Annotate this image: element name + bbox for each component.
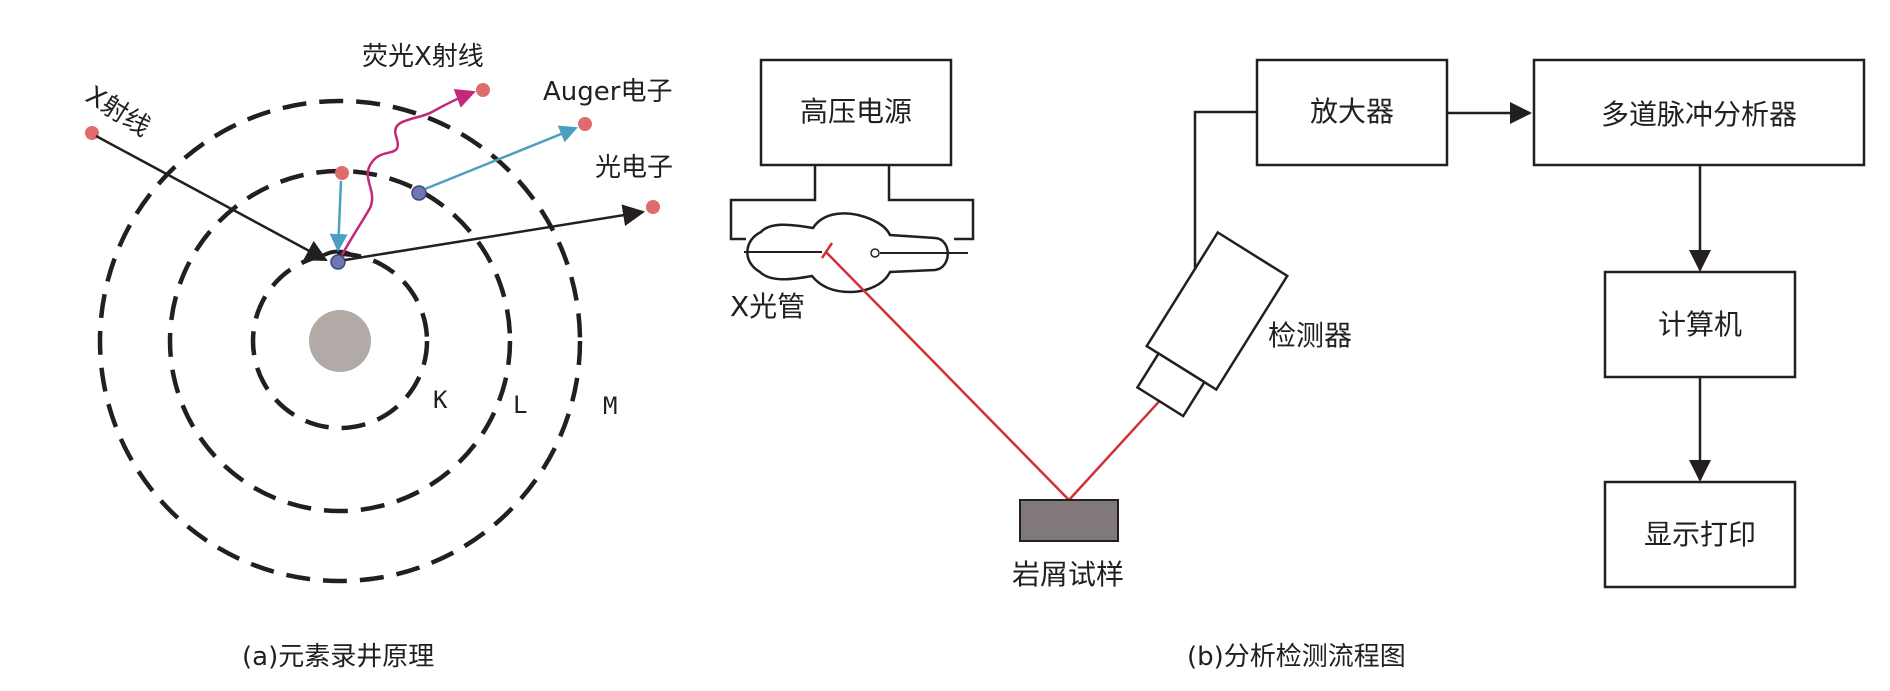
shell-l-label: L: [513, 391, 527, 419]
xray-tube-label: X光管: [730, 290, 805, 323]
shell-k: [250, 251, 430, 431]
fluorescent-xray-dot: [476, 83, 490, 97]
detector-label: 检测器: [1268, 319, 1352, 352]
nucleus: [309, 310, 371, 372]
auger-arrow: [424, 125, 578, 191]
sample-label: 岩屑试样: [1012, 558, 1124, 591]
shell-k-label: K: [433, 386, 448, 414]
shell-m-label: M: [603, 392, 617, 420]
amplifier-label: 放大器: [1310, 95, 1394, 128]
photoelectron-arrow: [344, 204, 645, 262]
high-voltage-label: 高压电源: [800, 95, 912, 128]
amplifier-box: [1255, 58, 1449, 167]
flowchart: 高压电源 X光管 岩屑试样 检测器 放大器: [729, 58, 1866, 591]
k-electron: [330, 254, 346, 270]
detector-to-amplifier-wire: [1193, 110, 1257, 270]
shell-m: [97, 98, 583, 584]
xray-beam: [825, 251, 1187, 502]
computer-box: [1603, 270, 1797, 379]
atom-diagram: X射线 荧光X射线 Auger电子 光电子 K L M: [80, 42, 673, 584]
display-print-box: [1603, 480, 1797, 589]
fluorescent-xray-label: 荧光X射线: [362, 42, 484, 72]
panel-b-caption: (b)分析检测流程图: [1187, 642, 1406, 672]
power-to-tube-wire-left: [729, 165, 817, 241]
detector: [1135, 230, 1289, 418]
auger-origin-electron: [411, 185, 427, 201]
xray-source-dot: [85, 126, 99, 140]
l-electron: [335, 166, 349, 180]
auger-dot: [578, 117, 592, 131]
photoelectron-dot: [646, 200, 660, 214]
computer-label: 计算机: [1658, 308, 1742, 341]
fluorescent-xray-wave: [340, 88, 476, 256]
rock-sample: [1019, 499, 1119, 542]
power-to-tube-wire-right: [887, 165, 975, 241]
high-voltage-box: [759, 58, 953, 167]
mca-label: 多道脉冲分析器: [1601, 98, 1797, 131]
auger-label: Auger电子: [543, 77, 672, 107]
xray-incoming-arrow: [95, 134, 328, 262]
panel-a-caption: (a)元素录井原理: [242, 642, 434, 672]
xray-tube: [744, 212, 968, 294]
mca-box: [1532, 58, 1866, 167]
transition-arrow: [329, 180, 348, 252]
display-print-label: 显示打印: [1644, 518, 1756, 551]
photoelectron-label: 光电子: [595, 153, 673, 183]
